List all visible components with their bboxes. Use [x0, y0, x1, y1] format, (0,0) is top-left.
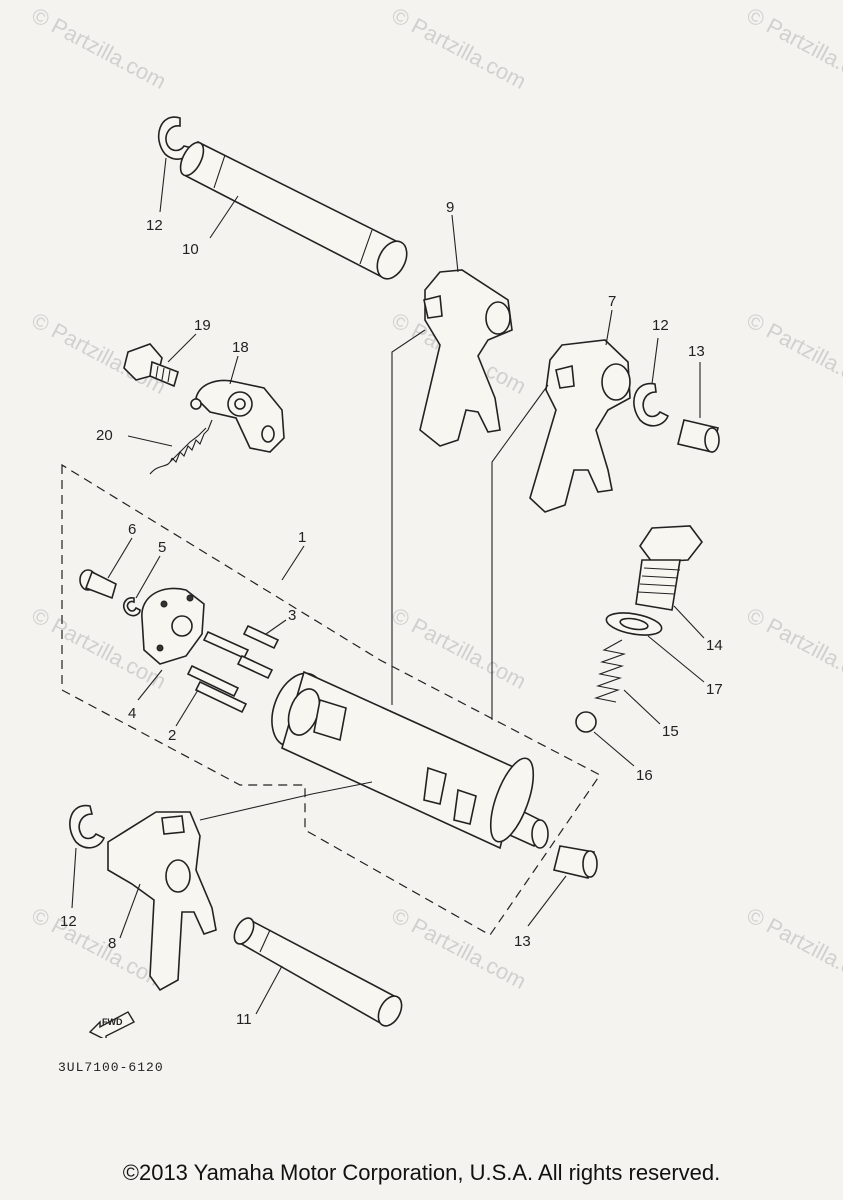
leader-5	[135, 555, 161, 599]
pins-2	[186, 664, 248, 714]
leader-3	[265, 619, 287, 635]
watermark: © Partzilla.com	[743, 902, 843, 994]
callout-8: 8	[108, 935, 116, 952]
leader-1	[281, 545, 305, 581]
callout-17: 17	[706, 681, 723, 698]
callout-18: 18	[232, 339, 249, 356]
watermark: © Partzilla.com	[28, 2, 171, 94]
leader-15	[623, 689, 661, 725]
leader-7	[605, 309, 613, 346]
callout-16: 16	[636, 767, 653, 784]
fwd-label: FWD	[102, 1017, 123, 1027]
leader-18	[229, 355, 239, 385]
segment-4	[141, 587, 205, 665]
bush-13-lower	[553, 845, 598, 879]
leader-19	[167, 333, 197, 363]
watermark: © Partzilla.com	[388, 602, 531, 694]
leader-12-lower	[71, 847, 77, 909]
watermark: © Partzilla.com	[28, 902, 171, 994]
spring-15	[593, 639, 627, 703]
callout-2: 2	[168, 727, 176, 744]
leader-16	[593, 731, 635, 767]
leader-20	[127, 435, 173, 447]
circlip-5	[122, 597, 141, 617]
watermark: © Partzilla.com	[743, 602, 843, 694]
callout-12-top: 12	[146, 217, 163, 234]
callout-7: 7	[608, 293, 616, 310]
bolt-19	[123, 343, 179, 388]
callout-19: 19	[194, 317, 211, 334]
leader-7-drum	[491, 384, 549, 720]
leader-12-top	[159, 157, 167, 213]
shift-fork-shaft-upper	[179, 140, 408, 280]
shift-fork-8	[107, 811, 217, 992]
shift-drum-1	[271, 670, 549, 850]
plug-bolt-14	[635, 525, 704, 611]
leader-13-lower	[527, 875, 567, 927]
leader-11	[255, 965, 283, 1015]
bush-13-top	[677, 419, 720, 453]
watermark: © Partzilla.com	[388, 902, 531, 994]
callout-13-top: 13	[688, 343, 705, 360]
ball-16	[575, 711, 597, 733]
callout-6: 6	[128, 521, 136, 538]
circlip-top	[157, 116, 193, 160]
spring-20	[149, 419, 213, 475]
callout-3: 3	[288, 607, 296, 624]
watermark: © Partzilla.com	[743, 2, 843, 94]
callout-10: 10	[182, 241, 199, 258]
leader-14	[673, 605, 705, 639]
leader-8-drum	[199, 781, 373, 821]
callout-15: 15	[662, 723, 679, 740]
stopper-lever-18	[190, 379, 285, 453]
callout-5: 5	[158, 539, 166, 556]
pins-3	[202, 624, 280, 680]
leader-17	[647, 635, 705, 683]
leader-6	[107, 537, 133, 579]
callout-11: 11	[236, 1011, 252, 1028]
leader-8	[119, 883, 141, 939]
leader-4	[137, 669, 163, 701]
washer-17	[605, 612, 663, 636]
leader-9-drum	[391, 329, 426, 705]
shift-fork-shaft-lower	[233, 917, 403, 1027]
leader-9	[451, 214, 459, 273]
watermark: © Partzilla.com	[743, 307, 843, 399]
watermark: © Partzilla.com	[388, 2, 531, 94]
leader-2	[175, 689, 199, 727]
callout-13-lower: 13	[514, 933, 531, 950]
circlip-right	[633, 382, 670, 427]
callout-12-right: 12	[652, 317, 669, 334]
circlip-lower	[69, 804, 106, 849]
assembly-outline	[61, 463, 601, 936]
callout-20: 20	[96, 427, 113, 444]
leader-10	[209, 195, 239, 239]
drawing-code: 3UL7100-6120	[58, 1060, 164, 1075]
screw-6	[79, 569, 117, 600]
callout-4: 4	[128, 705, 136, 722]
callout-14: 14	[706, 637, 723, 654]
callout-12-lower: 12	[60, 913, 77, 930]
forward-arrow-icon	[88, 1011, 135, 1038]
copyright-notice: ©2013 Yamaha Motor Corporation, U.S.A. A…	[122, 1160, 721, 1185]
leader-12-right	[651, 337, 659, 385]
callout-1: 1	[298, 529, 306, 546]
shift-fork-7	[529, 339, 631, 513]
shift-fork-9	[419, 269, 513, 447]
callout-9: 9	[446, 199, 454, 216]
